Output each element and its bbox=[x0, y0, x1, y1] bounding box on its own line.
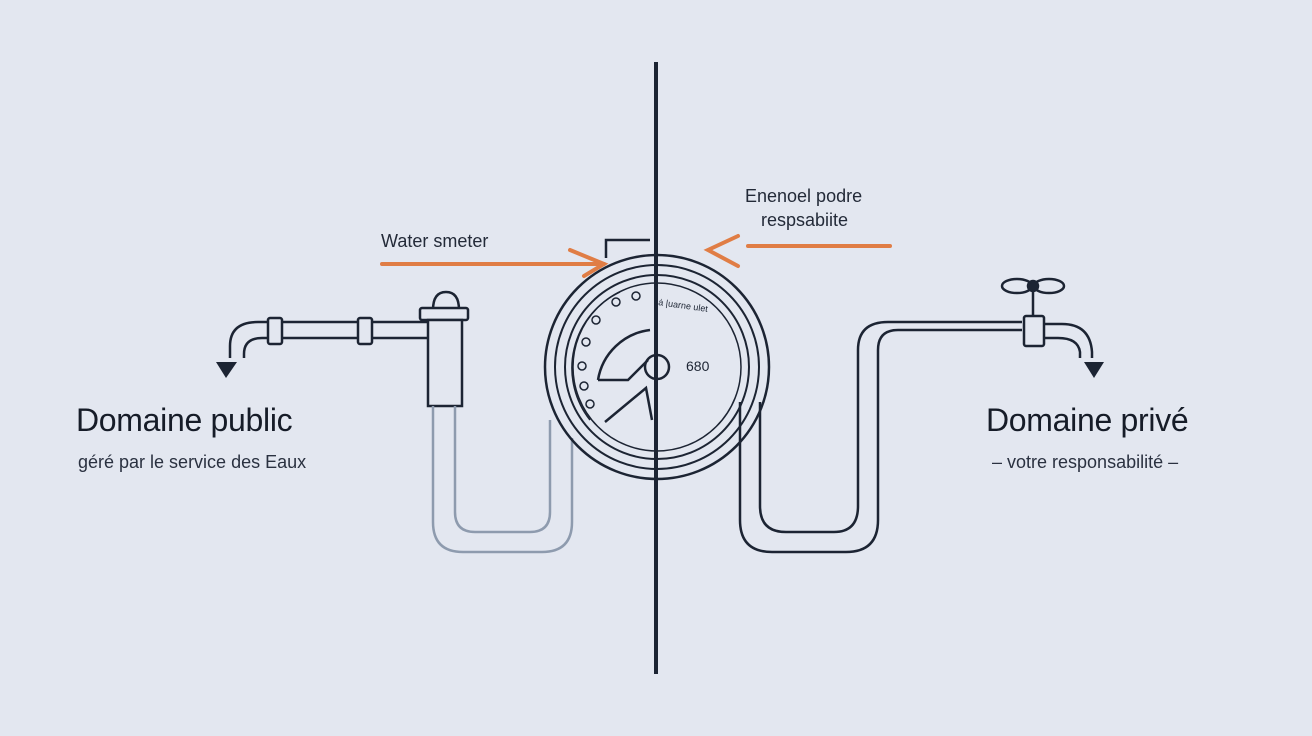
meter-readout: 680 bbox=[686, 358, 710, 374]
callout-arrow-meter bbox=[380, 248, 609, 278]
pipe-coupling bbox=[356, 316, 374, 346]
down-arrow-icon bbox=[216, 362, 237, 378]
private-domain-heading: Domaine privé bbox=[986, 402, 1189, 438]
private-underground-pipe bbox=[738, 320, 1022, 554]
pipe-coupling bbox=[266, 316, 284, 346]
meter-callout-label: Water smeter bbox=[381, 231, 489, 251]
meter-dial-label: ȧ |uarne ulet bbox=[658, 297, 709, 314]
public-domain-subtitle: géré par le service des Eaux bbox=[78, 452, 307, 472]
responsibility-callout-line2: respsabiite bbox=[761, 210, 849, 230]
public-underground-pipe bbox=[431, 406, 574, 554]
responsibility-callout-line1: Enenoel podre bbox=[745, 186, 863, 206]
private-tap-pipe bbox=[1042, 322, 1094, 358]
public-supply-pipe bbox=[228, 316, 430, 358]
gate-valve-icon bbox=[418, 290, 470, 408]
down-arrow-icon bbox=[1084, 362, 1104, 378]
public-domain-heading: Domaine public bbox=[76, 402, 293, 438]
callout-arrow-responsibility bbox=[703, 234, 892, 268]
private-domain-subtitle: – votre responsabilité – bbox=[992, 452, 1179, 472]
tap-valve-icon bbox=[1000, 277, 1066, 348]
